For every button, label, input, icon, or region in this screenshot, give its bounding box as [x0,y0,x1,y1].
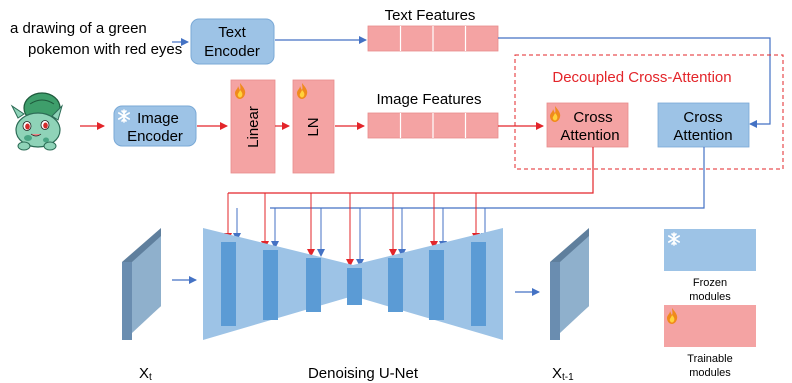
xt-noisy-latent [122,228,161,340]
text-encoder-line-1: Text [218,24,246,41]
text-encoder-line-2: Encoder [204,43,260,60]
frozen-feedback-line [270,147,705,209]
legend-frozen: Frozen modules [664,229,756,303]
unet-block [429,250,444,320]
legend-trainable-line-2: modules [689,367,731,379]
image-features-label: Image Features [376,91,481,108]
image-encoder-box: Image Encoder [113,105,197,147]
unet-block [263,250,278,320]
pokemon-image [10,92,64,151]
unet-block [388,258,403,312]
unet-block [306,258,321,312]
text-features-label: Text Features [385,7,476,24]
cross-attention-trainable-line-1: Cross [573,109,612,126]
linear-block: Linear [230,79,276,174]
text-features-bar [367,25,499,52]
xt1-denoised-latent [550,228,589,340]
image-encoder-line-2: Encoder [127,128,183,145]
trainable-feedback-line [228,147,594,194]
denoising-unet [203,228,503,340]
unet-block [471,242,486,326]
legend-trainable: Trainable modules [664,305,756,379]
cross-attention-frozen: Cross Attention [657,102,750,148]
legend-trainable-line-1: Trainable [687,353,732,365]
prompt-line-2: pokemon with red eyes [28,41,182,58]
image-features-bar [367,112,499,139]
prompt-text: a drawing of a green pokemon with red ey… [10,20,182,58]
unet-block [347,268,362,305]
legend-frozen-line-1: Frozen [693,277,727,289]
image-encoder-line-1: Image [137,110,179,127]
decoupled-cross-attention-region [514,54,784,170]
cross-attention-frozen-line-1: Cross [683,109,722,126]
linear-label: Linear [245,106,262,148]
legend-frozen-swatch [664,229,756,271]
xt-label: Xt [139,365,152,383]
prompt-line-1: a drawing of a green [10,20,147,37]
ln-block: LN [292,79,335,174]
cross-attention-trainable-line-2: Attention [560,127,619,144]
xt1-label: Xt-1 [552,365,574,383]
cross-attention-frozen-line-2: Attention [673,127,732,144]
unet-label: Denoising U-Net [308,365,419,382]
cross-attention-trainable: Cross Attention [546,102,629,148]
text-encoder-box: Text Encoder [190,18,275,65]
legend-frozen-line-2: modules [689,291,731,303]
unet-block [221,242,236,326]
ln-label: LN [305,117,322,136]
legend-trainable-swatch [664,305,756,347]
decoupled-cross-attention-label: Decoupled Cross-Attention [552,69,731,86]
text-features-to-cross-attention-arrow [498,37,771,128]
